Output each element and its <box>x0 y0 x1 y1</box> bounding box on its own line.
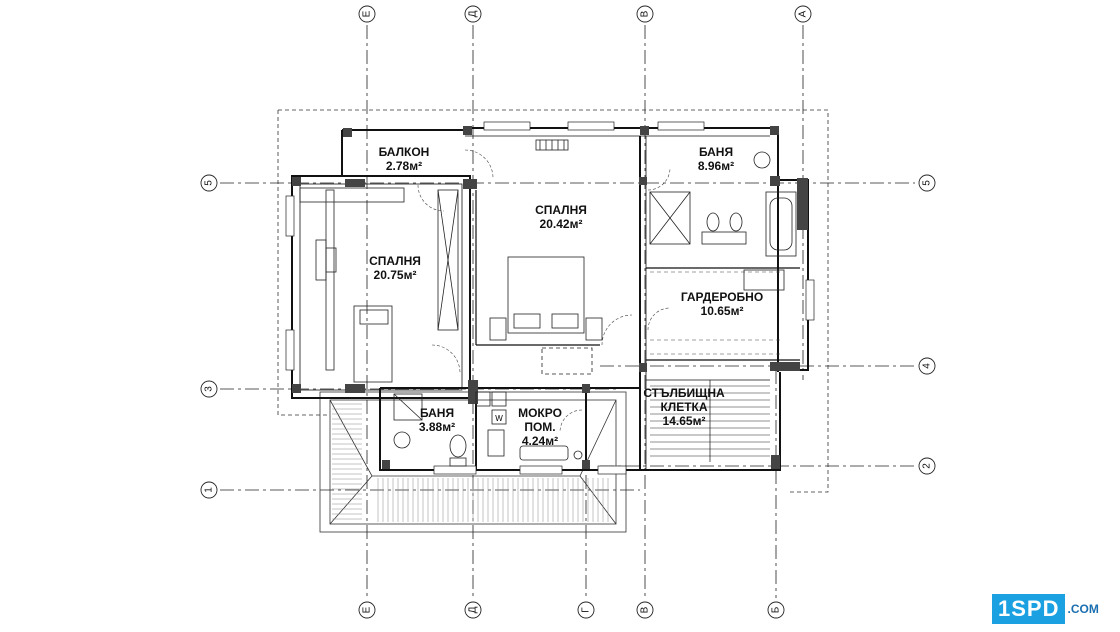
bath2-name: БАНЯ <box>420 406 454 420</box>
logo-mark: 1SPD <box>992 594 1066 624</box>
stairs-name: СТЪЛБИЩНА <box>643 386 725 400</box>
bedroom1-name: СПАЛНЯ <box>369 254 421 268</box>
balcony-name: БАЛКОН <box>379 145 430 159</box>
room-labels: БАЛКОН 2.78м² БАНЯ 8.96м² СПАЛНЯ 20.42м²… <box>369 145 763 448</box>
bath1-fixtures <box>649 151 797 291</box>
wardrobe-name: ГАРДЕРОБНО <box>681 290 763 304</box>
stairs-name2: КЛЕТКА <box>660 400 707 414</box>
axis-label-v-bottom: В <box>640 606 651 613</box>
columns <box>292 126 808 469</box>
washer-label: W <box>495 414 503 423</box>
axis-label-b-bottom: Б <box>771 606 782 613</box>
site-logo[interactable]: 1SPD .COM <box>992 592 1114 626</box>
axis-label-a-top: А <box>798 10 809 17</box>
axis-label-e-top: Е <box>362 10 373 17</box>
axis-label-g-bottom: Г <box>581 607 592 613</box>
utility-area: 4.24м² <box>522 434 558 448</box>
bedroom1-area: 20.75м² <box>374 268 417 282</box>
stairs-area: 14.65м² <box>663 414 706 428</box>
roof-hatching <box>332 403 609 522</box>
axis-label-d-bottom: Д <box>468 606 479 613</box>
axis-label-2-right: 2 <box>922 463 933 469</box>
balcony-area: 2.78м² <box>386 159 422 173</box>
axis-label-d-top: Д <box>468 10 479 17</box>
bath1-area: 8.96м² <box>698 159 734 173</box>
axis-markers <box>200 5 936 619</box>
logo-tld: .COM <box>1067 602 1099 616</box>
bedroom2-name: СПАЛНЯ <box>535 203 587 217</box>
bath2-area: 3.88м² <box>419 420 455 434</box>
axis-label-5-right: 5 <box>922 180 933 186</box>
windows <box>285 121 815 475</box>
wardrobe-area: 10.65м² <box>701 304 744 318</box>
axis-label-e-bottom: Е <box>362 606 373 613</box>
axis-label-1-left: 1 <box>204 487 215 493</box>
axis-label-4-right: 4 <box>922 363 933 369</box>
axis-label-3-left: 3 <box>204 386 215 392</box>
axis-label-5-left: 5 <box>204 180 215 186</box>
bedroom1-furniture <box>299 187 459 383</box>
bath1-name: БАНЯ <box>699 145 733 159</box>
bedroom2-furniture <box>489 139 603 375</box>
wardrobe-fixtures <box>650 271 780 355</box>
utility-name2: ПОМ. <box>524 420 555 434</box>
lower-fixtures <box>393 391 583 467</box>
utility-name: МОКРО <box>518 406 562 420</box>
stair-treads <box>650 385 770 457</box>
axis-label-v-top: В <box>640 10 651 17</box>
roof-outline <box>277 109 829 493</box>
axis-labels: Е Д В А Е Д Г В Б 5 5 4 3 2 1 <box>204 10 933 613</box>
bedroom2-area: 20.42м² <box>540 217 583 231</box>
door-swings <box>417 149 671 433</box>
